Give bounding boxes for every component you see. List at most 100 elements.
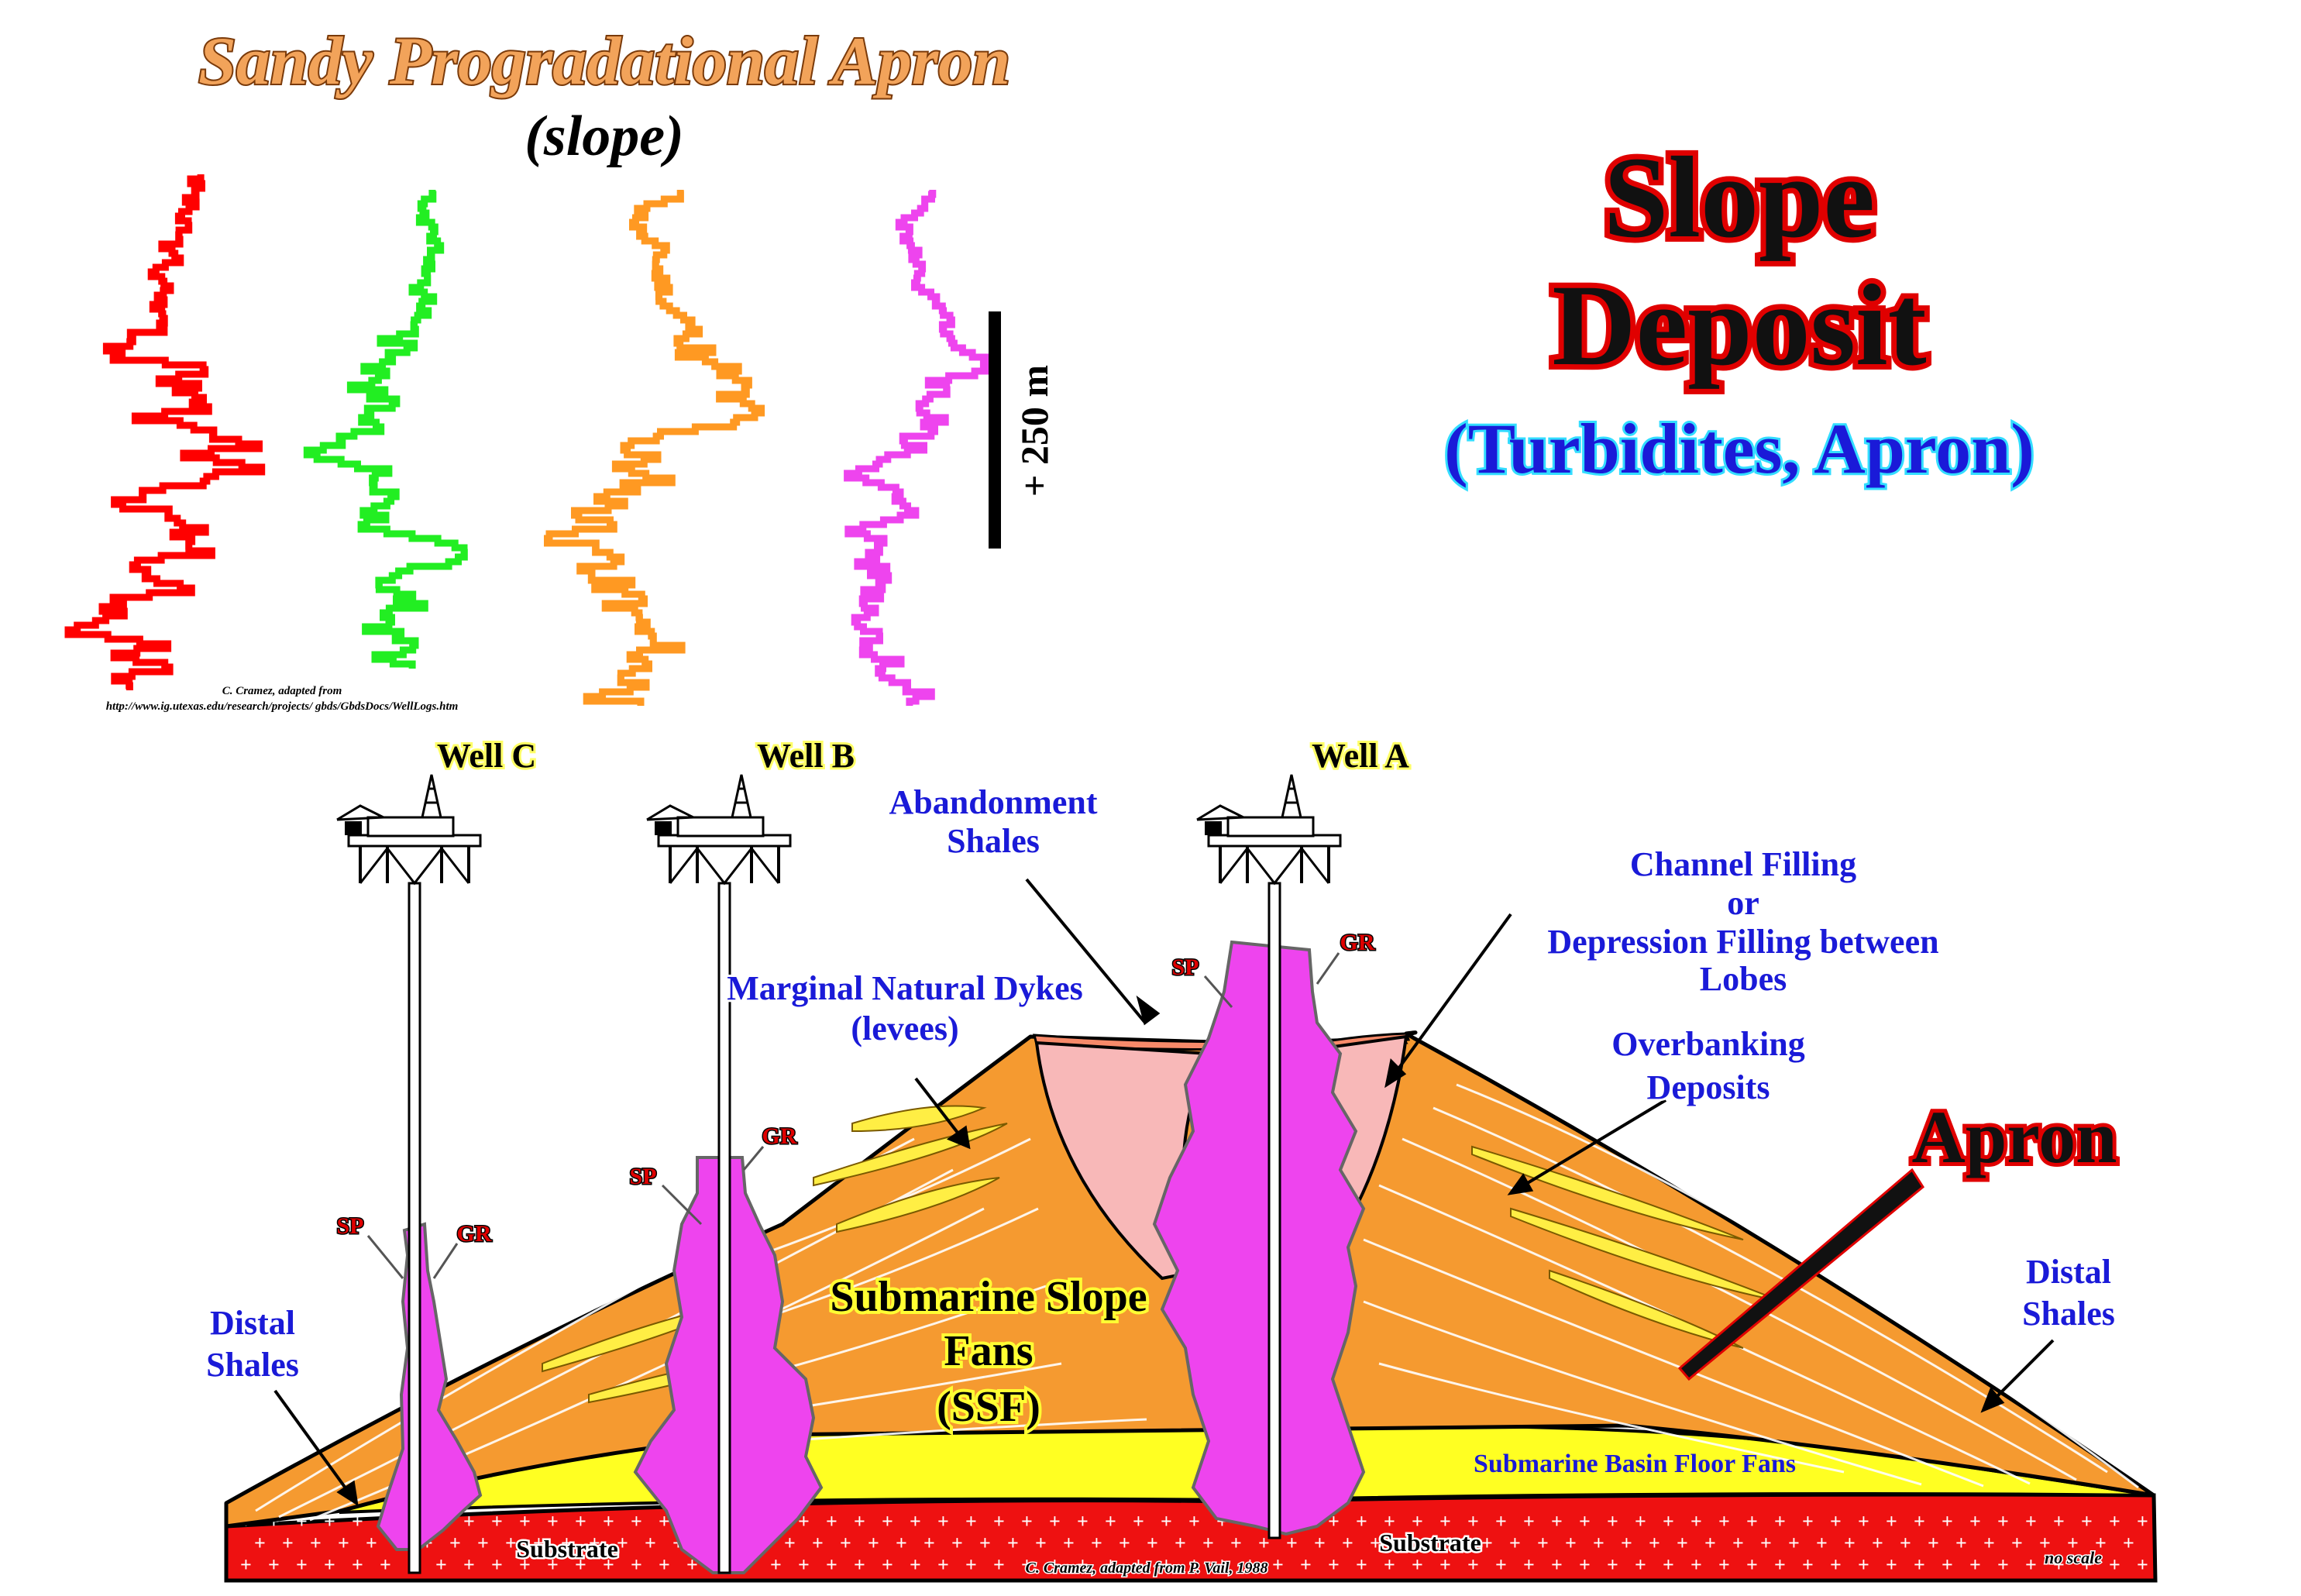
label-distal-right-1: Distal (2026, 1253, 2111, 1291)
substrate-plus-mark: + (1914, 1553, 1925, 1576)
substrate-plus-mark: + (254, 1532, 266, 1554)
substrate-plus-mark: + (1202, 1532, 1214, 1554)
substrate-plus-mark: + (1049, 1510, 1061, 1532)
substrate-plus-mark: + (1997, 1553, 2009, 1576)
substrate-plus-mark: + (463, 1510, 475, 1532)
section-log-well-c (376, 1222, 483, 1551)
substrate-plus-mark: + (854, 1510, 865, 1532)
label-overbank-2: Deposits (1647, 1068, 1770, 1106)
substrate-plus-mark: + (324, 1553, 335, 1576)
substrate-plus-mark: + (519, 1510, 531, 1532)
substrate-plus-mark: + (435, 1553, 447, 1576)
substrate-plus-mark: + (854, 1553, 865, 1576)
substrate-plus-mark: + (2081, 1553, 2093, 1576)
substrate-plus-mark: + (463, 1553, 475, 1576)
substrate-plus-mark: + (1286, 1532, 1298, 1554)
substrate-plus-mark: + (1412, 1510, 1423, 1532)
substrate-plus-mark: + (449, 1532, 461, 1554)
substrate-plus-mark: + (2137, 1553, 2148, 1576)
substrate-plus-mark: + (296, 1553, 308, 1576)
label-distal-left-1: Distal (210, 1304, 295, 1342)
substrate-plus-mark: + (1495, 1553, 1507, 1576)
substrate-plus-mark: + (1635, 1510, 1646, 1532)
label-apron: Apron (1912, 1096, 2117, 1178)
label-levees-2: (levees) (851, 1010, 958, 1047)
substrate-plus-mark: + (1690, 1553, 1702, 1576)
substrate-plus-mark: + (784, 1532, 796, 1554)
label-no-scale: no scale (2045, 1548, 2102, 1567)
substrate-plus-mark: + (1161, 1510, 1172, 1532)
substrate-plus-mark: + (1774, 1510, 1786, 1532)
substrate-plus-mark: + (1551, 1553, 1563, 1576)
substrate-plus-mark: + (2109, 1510, 2120, 1532)
label-channel-2: or (1727, 884, 1759, 922)
substrate-plus-mark: + (1523, 1510, 1535, 1532)
substrate-plus-mark: + (1439, 1510, 1451, 1532)
substrate-plus-mark: + (477, 1532, 489, 1554)
substrate-plus-mark: + (268, 1553, 280, 1576)
well-b-gr-label: GR (762, 1123, 797, 1149)
substrate-plus-mark: + (1579, 1510, 1591, 1532)
substrate-plus-mark: + (1467, 1510, 1479, 1532)
substrate-plus-mark: + (910, 1510, 921, 1532)
substrate-plus-mark: + (951, 1532, 963, 1554)
substrate-plus-mark: + (547, 1510, 559, 1532)
substrate-plus-mark: + (1621, 1532, 1632, 1554)
substrate-plus-mark: + (2109, 1553, 2120, 1576)
substrate-plus-mark: + (1328, 1553, 1340, 1576)
substrate-plus-mark: + (533, 1532, 545, 1554)
substrate-plus-mark: + (1830, 1510, 1842, 1532)
annotation-arrows (273, 878, 2055, 1507)
substrate-plus-mark: + (1161, 1553, 1172, 1576)
label-levees-1: Marginal Natural Dykes (727, 969, 1083, 1007)
substrate-plus-mark: + (1677, 1532, 1688, 1554)
substrate-plus-mark: + (826, 1510, 838, 1532)
substrate-plus-mark: + (575, 1553, 586, 1576)
substrate-plus-mark: + (2039, 1532, 2051, 1554)
substrate-plus-mark: + (1774, 1553, 1786, 1576)
substrate-plus-mark: + (1607, 1510, 1618, 1532)
substrate-plus-mark: + (1495, 1510, 1507, 1532)
label-distal-right-2: Shales (2022, 1295, 2115, 1333)
well-c-name: Well C (437, 737, 536, 775)
substrate-plus-mark: + (1426, 1532, 1437, 1554)
well-b-sp-label: SP (629, 1164, 656, 1189)
label-ssf-3: (SSF) (937, 1383, 1040, 1431)
substrate-plus-mark: + (547, 1553, 559, 1576)
substrate-plus-mark: + (1537, 1532, 1549, 1554)
substrate-plus-mark: + (491, 1553, 503, 1576)
substrate-plus-mark: + (352, 1510, 363, 1532)
substrate-plus-mark: + (1551, 1510, 1563, 1532)
substrate-plus-mark: + (1844, 1532, 1856, 1554)
substrate-plus-mark: + (1718, 1510, 1730, 1532)
substrate-plus-mark: + (1635, 1553, 1646, 1576)
credit-top-url: http://www.ig.utexas.edu/research/projec… (106, 700, 459, 713)
substrate-plus-mark: + (923, 1532, 935, 1554)
substrate-plus-mark: + (1439, 1553, 1451, 1576)
substrate-plus-mark: + (1802, 1510, 1814, 1532)
substrate-plus-mark: + (812, 1532, 824, 1554)
substrate-plus-mark: + (1467, 1553, 1479, 1576)
label-channel-3: Depression Filling between (1547, 923, 1938, 961)
substrate-plus-mark: + (1384, 1553, 1395, 1576)
substrate-plus-mark: + (575, 1510, 586, 1532)
substrate-plus-mark: + (1858, 1553, 1869, 1576)
well-b-name: Well B (757, 737, 855, 775)
substrate-plus-mark: + (617, 1532, 628, 1554)
substrate-plus-mark: + (1649, 1532, 1660, 1554)
substrate-plus-mark: + (798, 1553, 810, 1576)
substrate-plus-mark: + (561, 1532, 573, 1554)
substrate-plus-mark: + (1105, 1553, 1116, 1576)
big-title-deposit: Deposit (1552, 261, 1926, 390)
substrate-plus-mark: + (2011, 1532, 2023, 1554)
substrate-plus-mark: + (519, 1553, 531, 1576)
substrate-plus-mark: + (1133, 1510, 1144, 1532)
substrate-plus-mark: + (1105, 1510, 1116, 1532)
substrate-plus-mark: + (1342, 1532, 1353, 1554)
log-trace-green (303, 190, 468, 669)
substrate-plus-mark: + (1788, 1532, 1800, 1554)
substrate-plus-mark: + (1997, 1510, 2009, 1532)
substrate-plus-mark: + (2123, 1532, 2134, 1554)
substrate-plus-mark: + (937, 1510, 949, 1532)
substrate-plus-mark: + (1188, 1510, 1200, 1532)
